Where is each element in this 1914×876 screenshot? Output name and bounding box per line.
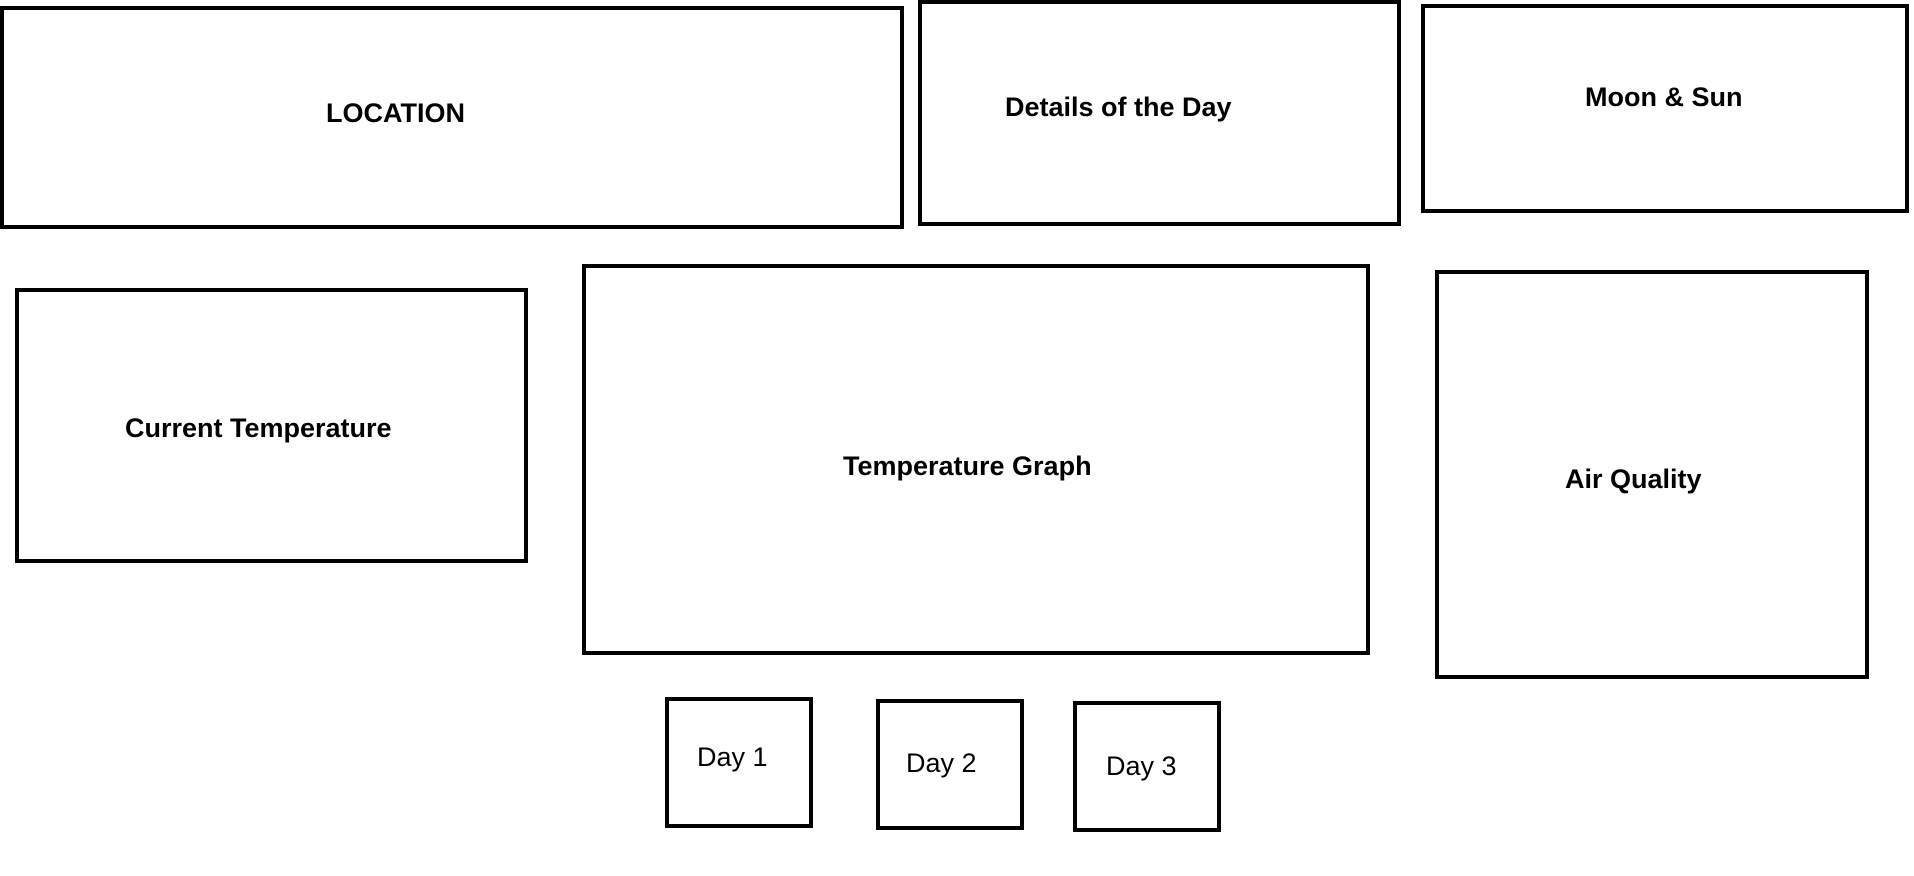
day-3-box: Day 3 — [1073, 701, 1221, 832]
details-of-the-day-label: Details of the Day — [1005, 92, 1232, 122]
day-1-label: Day 1 — [697, 742, 768, 772]
day-3-label: Day 3 — [1106, 751, 1177, 781]
temperature-graph-box: Temperature Graph — [582, 264, 1370, 655]
moon-sun-label: Moon & Sun — [1585, 82, 1743, 112]
location-label: LOCATION — [326, 98, 465, 128]
day-2-label: Day 2 — [906, 748, 977, 778]
day-1-box: Day 1 — [665, 697, 813, 828]
location-box: LOCATION — [0, 6, 904, 229]
moon-sun-box: Moon & Sun — [1421, 4, 1909, 213]
air-quality-box: Air Quality — [1435, 270, 1869, 679]
current-temperature-label: Current Temperature — [125, 413, 392, 443]
temperature-graph-label: Temperature Graph — [843, 451, 1092, 481]
current-temperature-box: Current Temperature — [15, 288, 528, 563]
details-of-the-day-box: Details of the Day — [918, 0, 1401, 226]
air-quality-label: Air Quality — [1565, 464, 1702, 494]
day-2-box: Day 2 — [876, 699, 1024, 830]
